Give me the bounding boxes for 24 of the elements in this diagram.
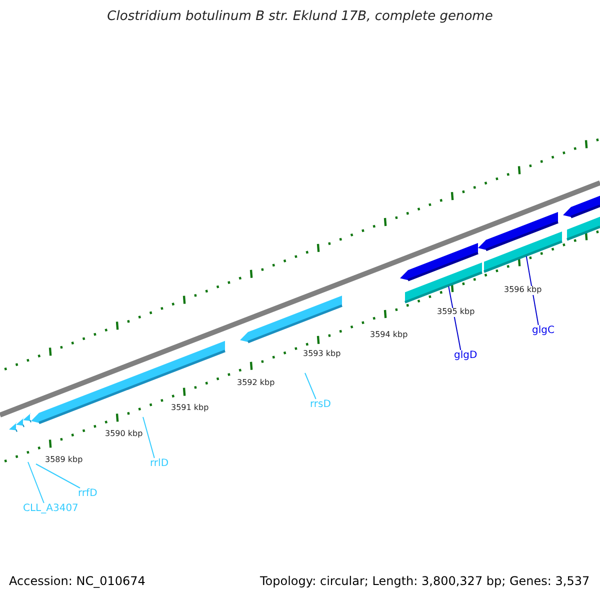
gene-bar — [484, 232, 562, 273]
leader-line — [28, 462, 44, 504]
position-label: 3596 kbp — [504, 286, 542, 295]
gene-label: rrfD — [78, 488, 98, 499]
footer-note: Accession: NC_010674 — [9, 575, 146, 588]
leader-line — [526, 256, 539, 326]
diagram-title: Clostridium botulinum B str. Eklund 17B, complete genome — [106, 10, 494, 24]
gene-label: glgD — [454, 350, 478, 361]
position-label: 3592 kbp — [237, 379, 275, 388]
leader-line — [304, 372, 316, 400]
gene-label: glgC — [532, 325, 554, 336]
gene-label: CLL_A3407 — [23, 503, 78, 514]
gene-bar — [404, 262, 482, 304]
position-label: 3590 kbp — [105, 430, 143, 439]
position-label: 3589 kbp — [45, 456, 83, 465]
position-label: 3591 kbp — [171, 404, 209, 413]
leader-line — [142, 416, 155, 458]
gene-label: rrsD — [310, 399, 331, 410]
position-label: 3595 kbp — [437, 308, 475, 317]
footer-note: Topology: circular; Length: 3,800,327 bp; Genes: 3,537 — [260, 575, 590, 588]
leader-line — [36, 464, 80, 488]
position-label: 3593 kbp — [303, 350, 341, 359]
gene-label: rrlD — [150, 458, 169, 469]
position-label: 3594 kbp — [370, 331, 408, 340]
